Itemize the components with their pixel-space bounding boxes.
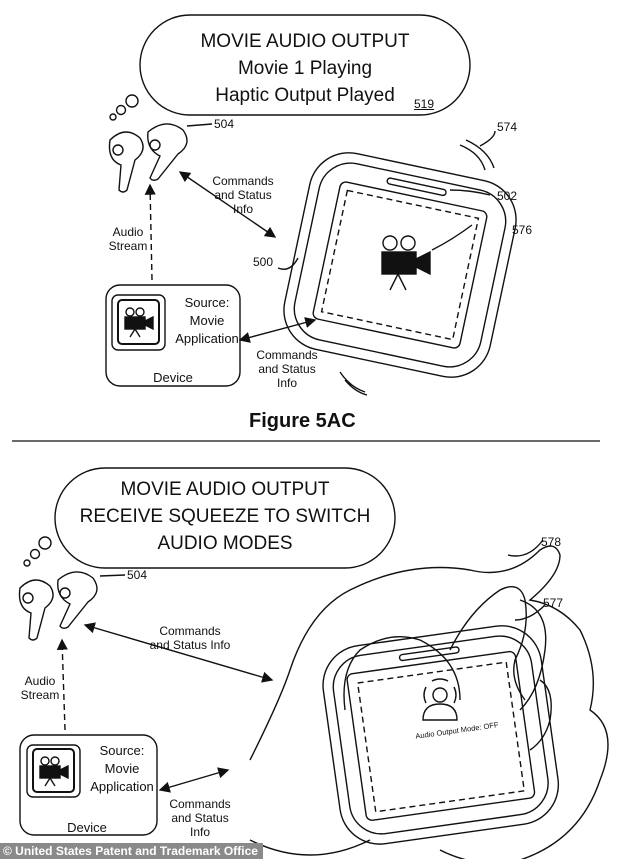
leader-577 xyxy=(514,604,546,621)
ref-519: 519 xyxy=(414,97,435,111)
ref-576: 576 xyxy=(512,223,533,237)
audio-stream-label-top: Audio Stream xyxy=(100,225,156,253)
device-label-bottom: Device xyxy=(67,820,107,835)
audio-stream-label-bottom: Audio Stream xyxy=(12,674,68,702)
commands-arrow-bottom xyxy=(83,622,274,683)
ref-504-bottom: 504 xyxy=(127,568,148,582)
bubble-line: RECEIVE SQUEEZE TO SWITCH xyxy=(79,506,371,527)
label-line: and Status xyxy=(258,362,316,376)
label-line: Audio xyxy=(24,674,56,688)
audio-mode-person-icon xyxy=(422,678,458,721)
source-text-bottom: Source: Movie Application xyxy=(82,742,162,796)
label-line: Application xyxy=(90,779,154,794)
device-box-bottom xyxy=(19,734,158,836)
leader-502 xyxy=(449,189,491,196)
earbuds-icon xyxy=(108,123,188,193)
movie-camera-icon-small-top xyxy=(117,299,160,345)
commands-arrow-top xyxy=(178,171,277,238)
figure-caption: Figure 5AC xyxy=(249,410,356,432)
ref-502: 502 xyxy=(497,189,518,203)
label-line: Commands xyxy=(256,348,318,362)
case-device-top xyxy=(283,152,517,378)
leader-578 xyxy=(507,539,544,557)
label-line: Info xyxy=(276,376,297,390)
source-text-top: Source: Movie Application xyxy=(167,294,247,348)
label-line: Movie xyxy=(189,313,225,328)
label-line: Commands xyxy=(212,174,274,188)
case-device-bottom xyxy=(322,625,560,845)
audio-stream-arrow-bottom xyxy=(56,638,68,731)
bubble-line: Movie 1 Playing xyxy=(237,58,373,79)
label-line: Source: xyxy=(99,743,145,758)
label-line: Stream xyxy=(20,688,60,702)
ref-577: 577 xyxy=(543,596,564,610)
commands-label-bottom: Commands and Status Info xyxy=(140,624,240,652)
label-line: Info xyxy=(232,202,253,216)
vibration-lines-bottom xyxy=(339,371,368,396)
thought-bubble-top xyxy=(109,14,471,121)
thought-bubble-bottom xyxy=(23,467,396,569)
bubble-line: Haptic Output Played xyxy=(215,85,395,106)
bubble-text-bottom: MOVIE AUDIO OUTPUT RECEIVE SQUEEZE TO SW… xyxy=(45,476,405,557)
ref-578: 578 xyxy=(541,535,562,549)
leader-500 xyxy=(277,257,299,270)
device-label-top: Device xyxy=(153,370,193,385)
earbuds-icon-bottom xyxy=(18,571,98,641)
movie-camera-icon-large xyxy=(381,235,431,291)
movie-app-icon-bottom xyxy=(26,744,81,798)
ref-500: 500 xyxy=(253,255,274,269)
ref-504: 504 xyxy=(214,117,235,131)
bubble-line: MOVIE AUDIO OUTPUT xyxy=(120,479,330,500)
bubble-line: MOVIE AUDIO OUTPUT xyxy=(200,31,410,52)
label-line: Application xyxy=(175,331,239,346)
label-line: Source: xyxy=(184,295,230,310)
label-line: and Status Info xyxy=(149,638,231,652)
commands-label-top: Commands and Status Info xyxy=(203,174,283,216)
label-line: Movie xyxy=(104,761,140,776)
ref-574: 574 xyxy=(497,120,518,134)
audio-stream-arrow-top xyxy=(144,183,156,281)
commands-label-device-top: Commands and Status Info xyxy=(247,348,327,390)
label-line: and Status xyxy=(171,811,229,825)
movie-camera-icon-small-bottom xyxy=(32,748,75,793)
label-line: Info xyxy=(189,825,210,839)
label-line: Audio xyxy=(112,225,144,239)
commands-arrow-device-bottom xyxy=(158,767,230,793)
movie-app-icon-top xyxy=(111,294,166,351)
leader-576 xyxy=(431,224,473,251)
label-line: Commands xyxy=(159,624,221,638)
leader-504 xyxy=(186,123,213,127)
bubble-line: AUDIO MODES xyxy=(157,533,293,554)
device-box-top xyxy=(105,284,241,387)
label-line: Stream xyxy=(108,239,148,253)
copyright-credit: © United States Patent and Trademark Off… xyxy=(0,843,263,859)
vibration-lines-top xyxy=(459,130,496,171)
label-line: Commands xyxy=(169,797,231,811)
bubble-text-top: MOVIE AUDIO OUTPUT Movie 1 Playing Hapti… xyxy=(125,28,485,109)
hand-outline xyxy=(249,545,609,859)
label-line: and Status xyxy=(214,188,272,202)
commands-label-device-bottom: Commands and Status Info xyxy=(160,797,240,839)
commands-arrow-device-top xyxy=(238,317,317,343)
leader-504-bottom xyxy=(99,574,126,577)
